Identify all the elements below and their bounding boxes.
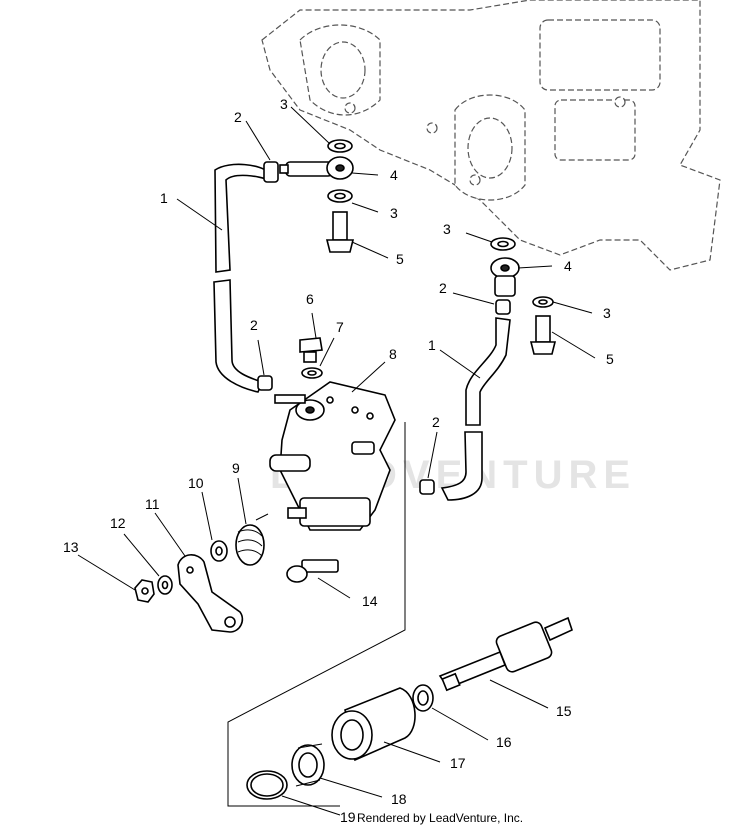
callout-labels: 1 2 3 4 3 5 3 4 2 3 5 1 6 7 8 2 2 9 10 1…	[63, 96, 614, 825]
right-banjo-bolt	[529, 315, 557, 355]
left-washer-bottom	[327, 189, 353, 203]
callout-3b: 3	[390, 205, 398, 221]
lock-washer	[157, 575, 173, 595]
drive-shaft-washer	[412, 684, 434, 712]
callout-5a: 5	[396, 251, 404, 267]
callout-16: 16	[496, 734, 512, 750]
pump-mount-bolt	[286, 559, 339, 583]
right-washer-top	[490, 237, 516, 251]
left-hose-clamp-top	[263, 161, 279, 183]
right-hose-clamp-top	[495, 299, 511, 315]
callout-7: 7	[336, 319, 344, 335]
pump-clamp-left	[257, 375, 273, 391]
right-oil-hose	[440, 317, 511, 501]
callout-18: 18	[391, 791, 407, 807]
callout-4a: 4	[390, 167, 398, 183]
leader-lines	[77, 106, 596, 816]
left-banjo-bolt	[325, 211, 355, 253]
right-hose-clamp-bottom	[419, 479, 435, 495]
callout-3d: 3	[603, 305, 611, 321]
right-banjo-fitting	[490, 257, 520, 297]
pump-bolt-top	[299, 337, 323, 363]
callout-1a: 1	[160, 190, 168, 206]
right-washer-side	[532, 296, 554, 308]
lever-washer	[210, 540, 228, 562]
callout-13: 13	[63, 539, 79, 555]
lever-nut	[134, 579, 155, 603]
callout-6: 6	[306, 291, 314, 307]
callout-15: 15	[556, 703, 572, 719]
oil-pump	[269, 381, 396, 531]
drive-gear-shaft	[438, 616, 573, 692]
left-oil-hose	[213, 163, 269, 393]
callout-3a: 3	[280, 96, 288, 112]
left-banjo-fitting	[279, 156, 354, 180]
callout-1b: 1	[428, 337, 436, 353]
engine-crankcase	[261, 0, 721, 271]
callout-2d: 2	[432, 414, 440, 430]
callout-3c: 3	[443, 221, 451, 237]
callout-2c: 2	[250, 317, 258, 333]
callout-4b: 4	[564, 258, 572, 274]
shaft-bushing	[331, 687, 416, 762]
callout-10: 10	[188, 475, 204, 491]
callout-14: 14	[362, 593, 378, 609]
callout-5b: 5	[606, 351, 614, 367]
pump-washer-top	[301, 367, 323, 379]
callout-11: 11	[145, 496, 160, 512]
assembly-bracket-line	[227, 422, 406, 807]
control-lever	[177, 554, 244, 633]
credit-text: Rendered by LeadVenture, Inc.	[357, 811, 523, 825]
callout-8: 8	[389, 346, 397, 362]
return-spring	[235, 513, 269, 566]
callout-12: 12	[110, 515, 126, 531]
callout-2a: 2	[234, 109, 242, 125]
left-washer-top	[327, 139, 353, 153]
callout-19: 19	[340, 809, 356, 825]
o-ring	[246, 770, 288, 800]
callout-2b: 2	[439, 280, 447, 296]
callout-9: 9	[232, 460, 240, 476]
shaft-seal	[291, 743, 325, 787]
callout-17: 17	[450, 755, 466, 771]
